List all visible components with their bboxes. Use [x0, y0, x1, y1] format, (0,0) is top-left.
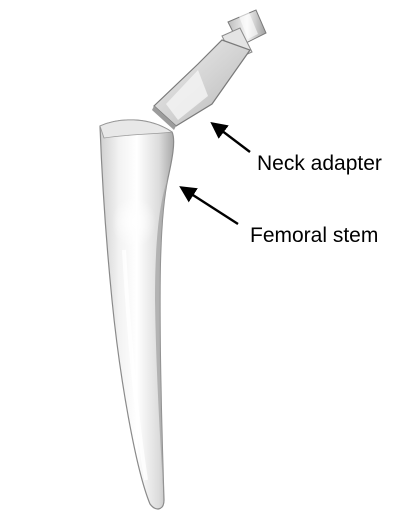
- femoral-stem-body: [100, 120, 174, 509]
- femoral-stem-part: [100, 120, 174, 509]
- femoral-stem-label: Femoral stem: [250, 225, 378, 246]
- neck-adapter-arrow: [213, 124, 250, 152]
- femoral-stem-arrow: [182, 188, 238, 224]
- neck-adapter-part: [152, 10, 266, 130]
- neck-adapter-label: Neck adapter: [257, 153, 382, 174]
